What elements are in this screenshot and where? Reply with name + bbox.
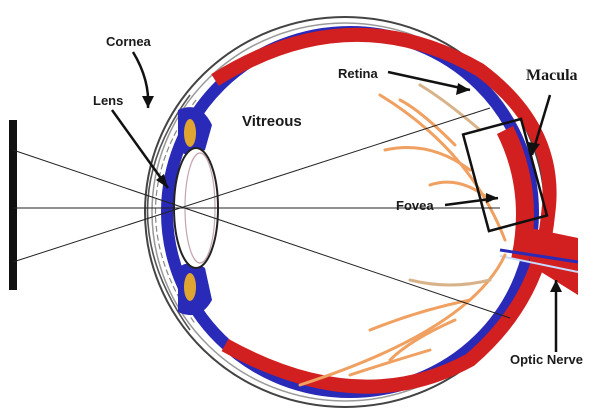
label-vitreous: Vitreous — [242, 113, 302, 130]
label-lens: Lens — [93, 93, 123, 108]
ciliary-yellow-upper — [184, 119, 196, 147]
ciliary-yellow-lower — [184, 273, 196, 301]
retina-layer — [215, 35, 550, 387]
label-macula: Macula — [526, 67, 578, 84]
label-retina: Retina — [338, 66, 379, 81]
light-rays — [13, 108, 510, 318]
macula-thickening — [505, 130, 525, 260]
choroid-layer — [167, 32, 533, 392]
label-cornea: Cornea — [106, 34, 152, 49]
label-optic-nerve: Optic Nerve — [510, 352, 583, 367]
object-bar — [9, 120, 17, 290]
label-fovea: Fovea — [396, 198, 434, 213]
